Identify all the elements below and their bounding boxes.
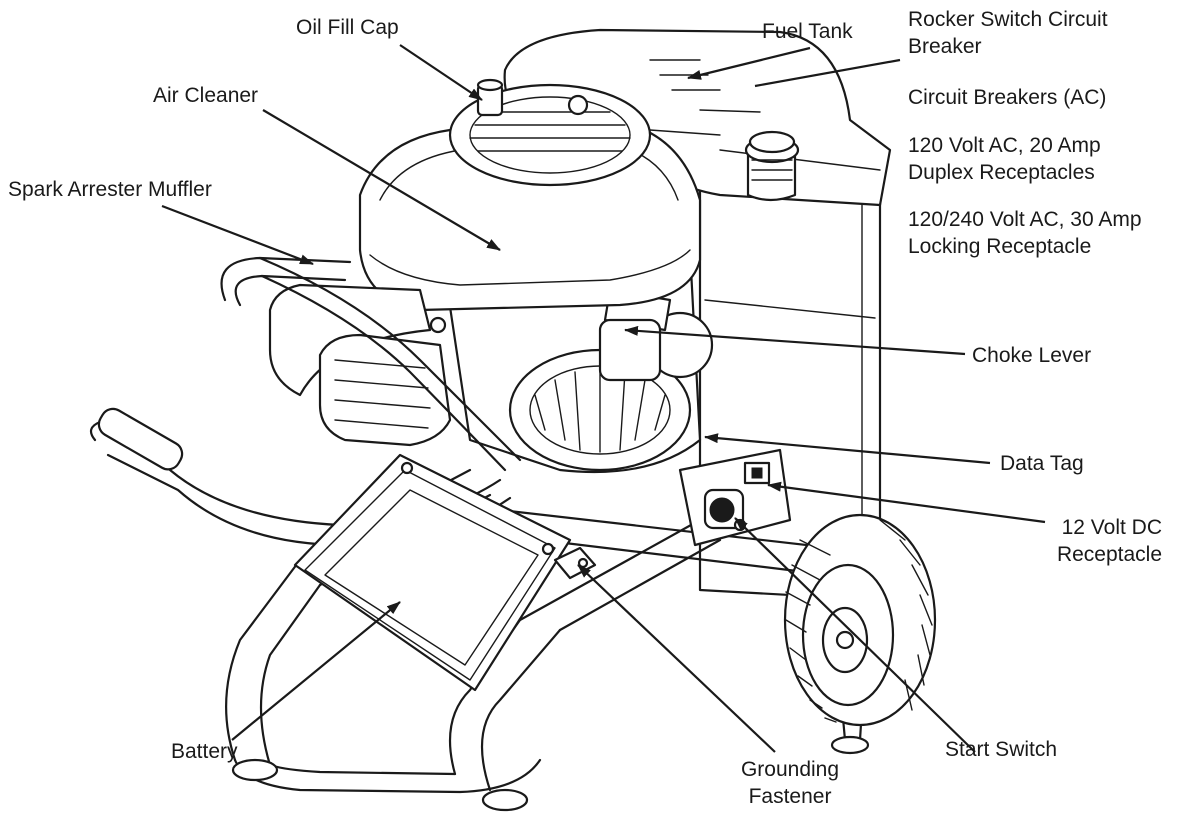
label-grounding-fastener: Grounding Fastener <box>740 758 840 808</box>
label-choke-lever: Choke Lever <box>972 344 1092 367</box>
leader-data-tag <box>704 433 991 465</box>
leader-rocker-switch <box>754 58 901 88</box>
oil-fill-cap <box>476 78 504 117</box>
label-dc-receptacle: 12 Volt DC Receptacle <box>1056 516 1162 566</box>
leader-spark-arrester <box>161 204 314 266</box>
label-locking-receptacle: 120/240 Volt AC, 30 Amp Locking Receptac… <box>908 208 1142 258</box>
leader-grounding-fastener <box>577 564 776 753</box>
wheel <box>783 513 937 727</box>
leader-start-switch <box>734 517 976 753</box>
control-panel <box>678 448 792 547</box>
label-circuit-breakers-ac: Circuit Breakers (AC) <box>908 86 1107 109</box>
leader-fuel-tank <box>687 46 811 80</box>
label-spark-arrester-muffler: Spark Arrester Muffler <box>8 178 212 201</box>
leader-choke-lever <box>624 325 966 356</box>
leader-lines <box>161 44 1046 753</box>
frame <box>225 558 322 767</box>
leader-dc-receptacle <box>767 481 1046 524</box>
label-air-cleaner: Air Cleaner <box>153 84 259 107</box>
leader-battery <box>231 601 401 741</box>
label-start-switch: Start Switch <box>945 738 1058 761</box>
battery <box>293 453 572 692</box>
label-battery: Battery <box>171 740 238 763</box>
label-rocker-switch-breaker: Rocker Switch Circuit Breaker <box>908 8 1108 58</box>
generator-illustration <box>89 28 937 812</box>
label-oil-fill-cap: Oil Fill Cap <box>296 16 399 39</box>
fuel-cap <box>744 130 800 202</box>
label-fuel-tank: Fuel Tank <box>762 20 853 43</box>
muffler <box>268 283 452 447</box>
leader-oil-fill-cap <box>399 44 483 101</box>
label-data-tag: Data Tag <box>1000 452 1084 475</box>
label-duplex-receptacles: 120 Volt AC, 20 Amp Duplex Receptacles <box>908 134 1101 184</box>
leader-air-cleaner <box>262 109 501 251</box>
